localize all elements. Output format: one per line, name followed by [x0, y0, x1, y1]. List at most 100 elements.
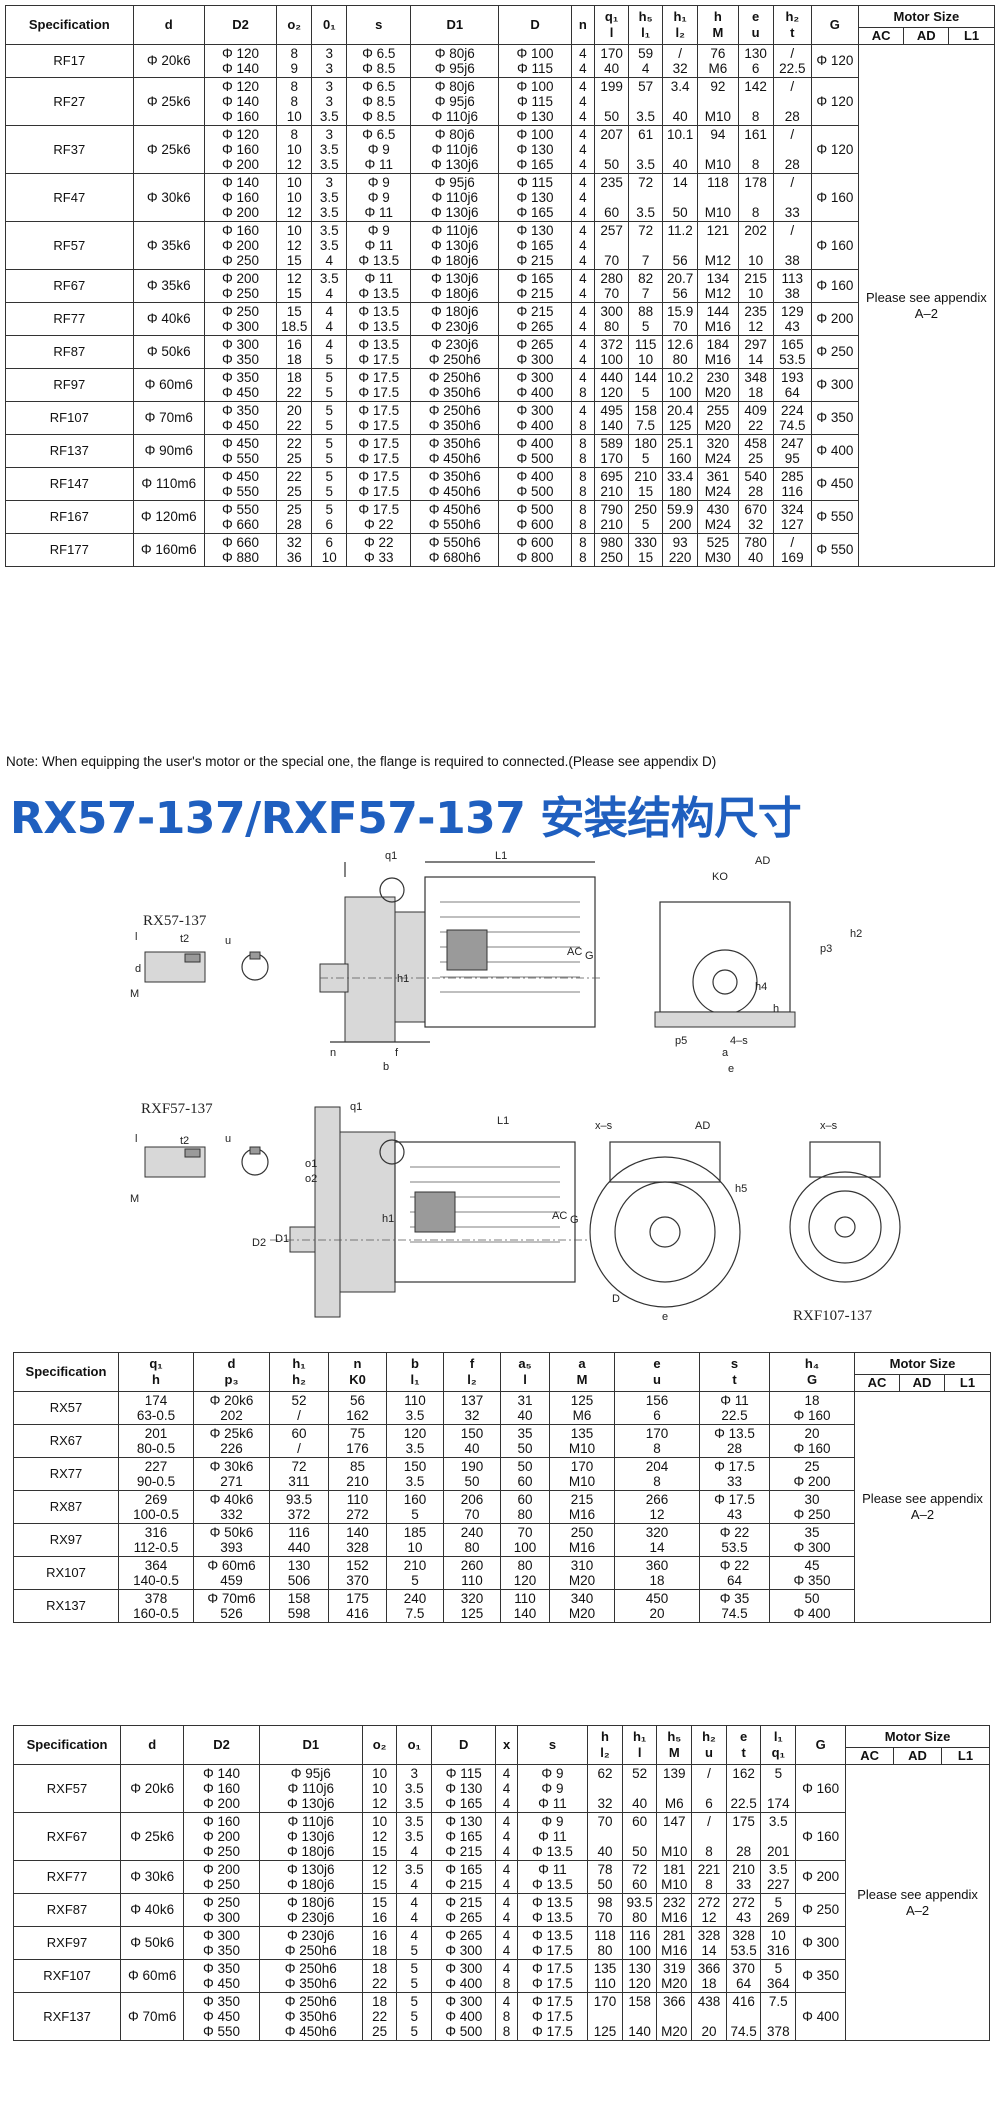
rxf-s-line: Φ 13.5 — [532, 1844, 573, 1859]
rf-h2-line: 33 — [784, 205, 800, 220]
rxf-h2-line: 8 — [705, 1844, 713, 1859]
rxf_table-header-line: o₂ — [372, 1737, 387, 1752]
rx-cell-line: M10 — [568, 1441, 596, 1456]
dim-h2: h2 — [850, 928, 862, 940]
rf_table-header-7: D — [498, 5, 572, 45]
rf-d1-line: Φ 230j6 — [430, 319, 479, 334]
rx-cell-line: 269 — [144, 1492, 168, 1507]
dim-f: f — [395, 1047, 399, 1059]
rxf-h-line: 118 — [594, 1928, 616, 1943]
rf-o2-line: 25 — [286, 451, 302, 466]
rf-o2-line: 22 — [286, 385, 302, 400]
rf-d1-line: Φ 680h6 — [428, 550, 481, 565]
rf-h2-line: / — [790, 46, 795, 61]
dim-l1: L1 — [495, 850, 507, 862]
rx-cell-line: 506 — [287, 1573, 311, 1588]
rf-o2-line: 36 — [286, 550, 302, 565]
rf-o2-line: 10 — [286, 109, 302, 124]
rx_table-header-line: M — [576, 1372, 588, 1387]
rf-spec: RF37 — [5, 125, 134, 174]
rf-h1-line: 3.4 — [670, 79, 690, 94]
rf-d: Φ 160m6 — [132, 533, 205, 567]
rf-o1-line: 4 — [325, 304, 334, 319]
rf-o2-line: 10 — [286, 175, 302, 190]
rxf-h1-line: 52 — [632, 1766, 648, 1781]
rf-h1-line: 160 — [668, 451, 692, 466]
rx_table-header-line: a₅ — [518, 1356, 532, 1371]
rf-d1-line: Φ 450h6 — [428, 451, 481, 466]
rxf107-end-view: x–s RXF107-137 — [789, 1120, 901, 1324]
rf-h2: /38 — [772, 221, 812, 270]
rxf-l1-line: 316 — [767, 1943, 790, 1958]
rf-d-line: Φ 400 — [516, 385, 554, 400]
rx-cell-line: 450 — [645, 1591, 669, 1606]
rf-h5-line: 7 — [641, 253, 650, 268]
dim-ac: AC — [567, 946, 582, 958]
rxf-e-line: 53.5 — [730, 1943, 757, 1958]
rx-cell-line: 202 — [220, 1408, 243, 1423]
rxf-e-line: 370 — [732, 1961, 755, 1976]
rf-e-line — [741, 142, 771, 157]
rxf-d1-line: Φ 110j6 — [287, 1814, 335, 1829]
rf-h2-line: 95 — [784, 451, 800, 466]
rxf-s-line: Φ 9 — [541, 1781, 564, 1796]
rxf-x-line: 4 — [502, 1877, 511, 1892]
rf-n-line: 8 — [579, 535, 587, 550]
rxf-h-line: 70 — [597, 1910, 613, 1925]
rx_table-header-line: h₂ — [292, 1372, 306, 1387]
rf-q1-line: 50 — [604, 109, 620, 124]
rf-o1-line: 3.5 — [319, 109, 339, 124]
rf-h-line: 230 — [706, 370, 730, 385]
installation-drawings: RX57-137 q1 L1 AC G h1 n f — [130, 850, 901, 1324]
rx-cell-line: 526 — [220, 1606, 243, 1621]
rxf-dim-g: G — [570, 1214, 579, 1226]
rf-n-line: 4 — [579, 46, 587, 61]
rx-cell-line: Φ 40k6 — [209, 1492, 254, 1507]
rf-h1-line: 10.2 — [667, 370, 694, 385]
rf-d1-line: Φ 250h6 — [428, 352, 481, 367]
rf-d-line: Φ 215 — [516, 253, 554, 268]
rf-n-line: 4 — [579, 142, 587, 157]
rx-cell-line: 158 — [287, 1591, 311, 1606]
rxf_table-motor-col-ac: AC — [845, 1747, 895, 1765]
rx-cell-line: 3.5 — [405, 1408, 425, 1423]
rf-h5-line: 250 — [634, 502, 657, 517]
rxf-x-line: 4 — [502, 1862, 511, 1877]
rf-g: Φ 450 — [810, 467, 859, 501]
rxf-spec: RXF107 — [12, 1959, 122, 1993]
rf-h-line: M6 — [708, 61, 728, 76]
rxf-o1-line: 5 — [410, 1994, 419, 2009]
rxf-h5-line: M20 — [661, 2024, 688, 2039]
rxf-o2-line: 22 — [372, 2009, 388, 2024]
rx-cell-line: 440 — [287, 1540, 311, 1555]
rxf-d1-line: Φ 95j6 — [290, 1766, 331, 1781]
rf-spec: RF57 — [5, 221, 134, 270]
rf-h1-line: 100 — [668, 385, 692, 400]
rx-end-view: KO AD p3 h2 h4 h p5 4–s a e — [654, 855, 862, 1075]
rf-q1-line: 199 — [600, 79, 623, 94]
rf-d2-line: Φ 160 — [221, 109, 260, 124]
rx-cell-line: 190 — [460, 1459, 484, 1474]
rf-h5-line: 10 — [638, 352, 654, 367]
rxf-spec: RXF57 — [12, 1764, 122, 1813]
rxf-dim-l: l — [135, 1133, 137, 1145]
rx_table-header-line: e — [653, 1356, 661, 1371]
